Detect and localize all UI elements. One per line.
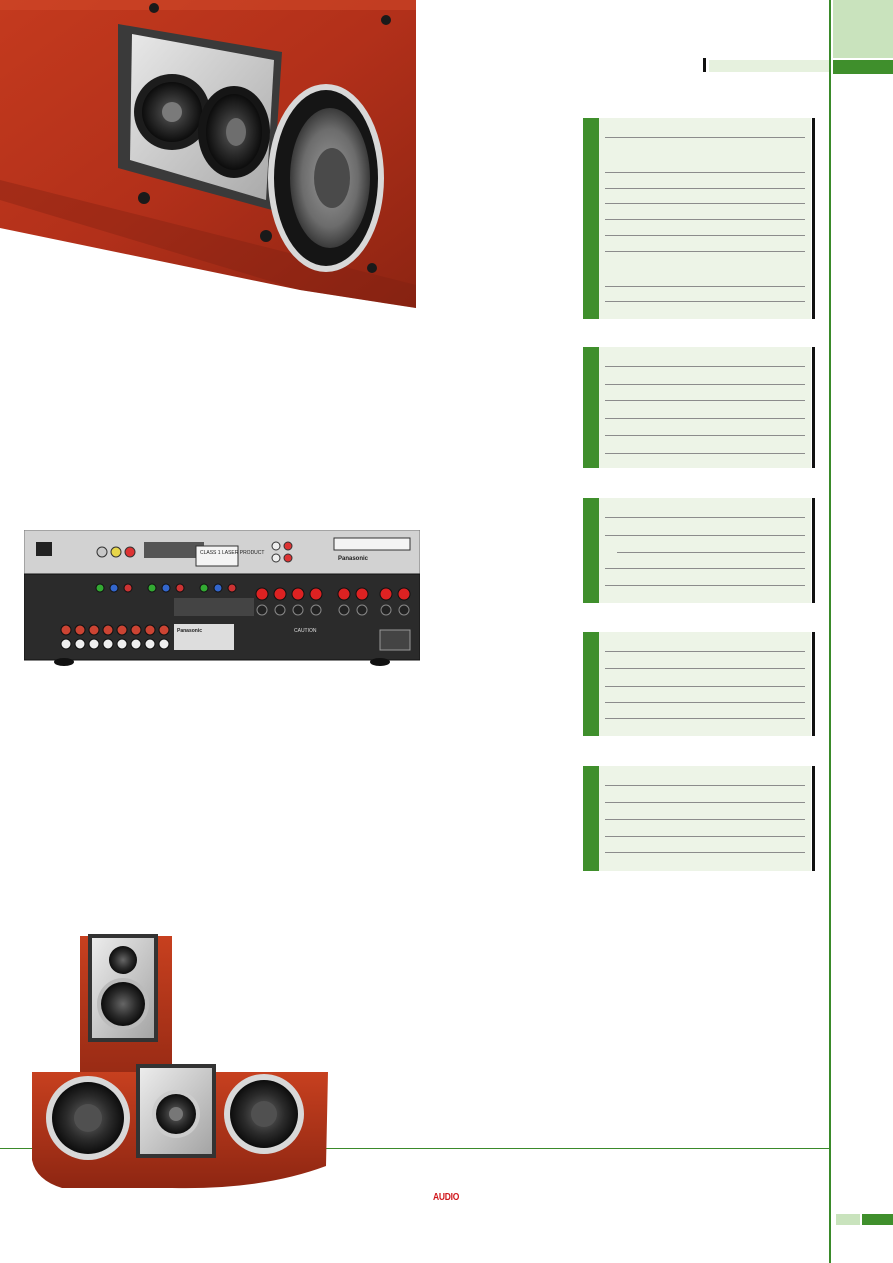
- spec-row: [605, 651, 805, 652]
- spec-box-accent: [583, 347, 599, 468]
- spec-row: [605, 819, 805, 820]
- spec-row: [605, 301, 805, 302]
- spec-box-2: [583, 347, 815, 468]
- spec-row: [605, 400, 805, 401]
- spec-box-accent: [583, 632, 599, 736]
- spec-row: [605, 137, 805, 138]
- spec-row: [605, 686, 805, 687]
- center-speaker-illustration: [0, 0, 416, 308]
- header-rule: [709, 60, 829, 72]
- margin-rule: [829, 0, 831, 1263]
- spec-row: [605, 453, 805, 454]
- speaker-set-photo: [22, 930, 338, 1192]
- spec-box-5: [583, 766, 815, 871]
- spec-box-shadow: [812, 766, 815, 871]
- center-speaker-photo: [0, 0, 416, 308]
- spec-row: [605, 235, 805, 236]
- speaker-set-illustration: [32, 934, 328, 1189]
- spec-box-1: [583, 118, 815, 319]
- spec-row: [605, 785, 805, 786]
- receiver-rear-panel-photo: CLASS 1 LASER PRODUCT Panasonic Panasoni…: [24, 530, 420, 666]
- spec-row: [605, 802, 805, 803]
- spec-box-shadow: [812, 632, 815, 736]
- laser-label-text: CLASS 1 LASER PRODUCT: [200, 550, 264, 556]
- spec-row: [605, 702, 805, 703]
- brand-plate-2-text: Panasonic: [177, 628, 202, 634]
- spec-box-accent: [583, 498, 599, 603]
- caution-text: CAUTION: [294, 628, 317, 634]
- page-tab-dark: [862, 1214, 893, 1225]
- spec-row: [605, 517, 805, 518]
- corner-tab: [833, 0, 893, 58]
- spec-row: [605, 585, 805, 586]
- spec-box-accent: [583, 118, 599, 319]
- audio-logo: AUDIO: [433, 1192, 460, 1203]
- spec-row: [605, 384, 805, 385]
- spec-row: [605, 535, 805, 536]
- spec-row: [605, 188, 805, 189]
- corner-bar: [833, 60, 893, 74]
- brand-plate-text: Panasonic: [338, 556, 369, 562]
- spec-row: [605, 568, 805, 569]
- spec-row: [605, 251, 805, 252]
- spec-box-shadow: [812, 347, 815, 468]
- header-marker: [703, 58, 706, 72]
- spec-row: [605, 366, 805, 367]
- spec-row: [617, 552, 805, 553]
- spec-row: [605, 203, 805, 204]
- spec-box-4: [583, 632, 815, 736]
- spec-box-3: [583, 498, 815, 603]
- spec-box-shadow: [812, 118, 815, 319]
- spec-row: [605, 435, 805, 436]
- spec-row: [605, 718, 805, 719]
- receiver-rear-illustration: CLASS 1 LASER PRODUCT Panasonic Panasoni…: [24, 530, 420, 666]
- spec-row: [605, 852, 805, 853]
- page-tab-light: [836, 1214, 860, 1225]
- spec-row: [605, 172, 805, 173]
- footer-rule: [0, 1148, 829, 1149]
- spec-row: [605, 836, 805, 837]
- spec-row: [605, 418, 805, 419]
- spec-box-shadow: [812, 498, 815, 603]
- spec-row: [605, 286, 805, 287]
- spec-row: [605, 219, 805, 220]
- spec-box-accent: [583, 766, 599, 871]
- spec-row: [605, 668, 805, 669]
